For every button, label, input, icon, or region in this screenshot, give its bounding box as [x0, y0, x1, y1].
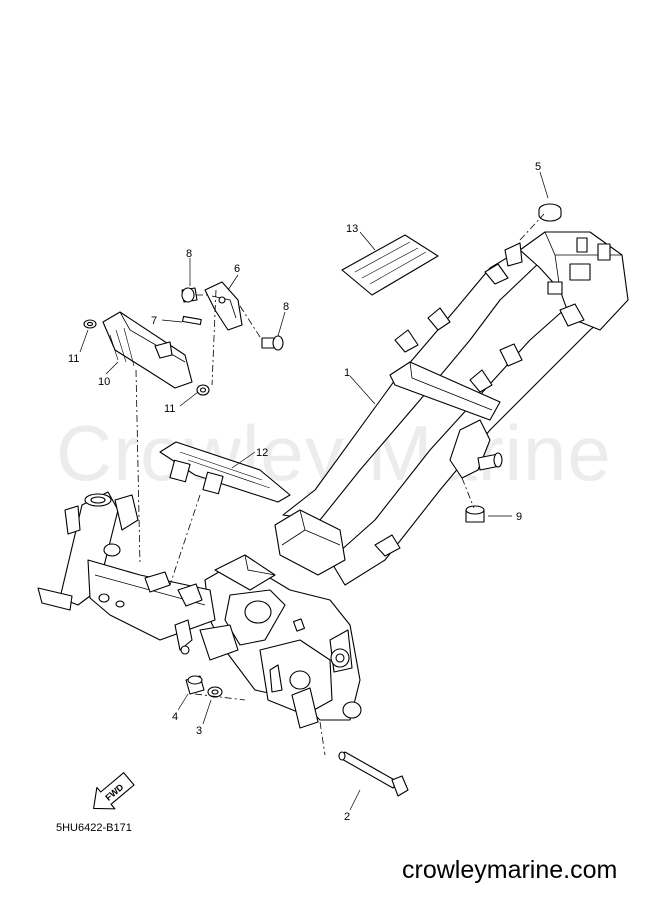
callout-9: 9: [516, 511, 522, 523]
pad-part-13[interactable]: [341, 234, 439, 296]
callout-1: 1: [344, 367, 350, 379]
callout-4: 4: [172, 711, 178, 723]
head-pipe-area: [37, 491, 216, 655]
plate-part-12[interactable]: [159, 441, 291, 503]
callout-13: 13: [346, 223, 358, 235]
assembly-lines: [135, 213, 545, 756]
cap-part-5[interactable]: [538, 203, 562, 222]
site-url[interactable]: crowleymarine.com: [402, 856, 618, 884]
callout-11-upper: 11: [68, 353, 79, 365]
washer-part-3[interactable]: [207, 686, 223, 698]
washer-part-11-lower[interactable]: [196, 384, 210, 396]
callout-11-lower: 11: [164, 403, 175, 415]
callout-10: 10: [98, 376, 110, 388]
callout-labels: 1 2 3 4 5 6 7 8 8 9 10 11 11 12 13: [68, 161, 541, 823]
callout-7: 7: [151, 315, 157, 327]
nut-part-4[interactable]: [185, 675, 205, 695]
nut-part-9[interactable]: [465, 505, 485, 523]
bolt-part-8-right[interactable]: [261, 335, 284, 351]
bolt-part-2[interactable]: [338, 751, 409, 797]
frame-part-1[interactable]: [274, 231, 629, 586]
diagram-code: 5HU6422-B171: [56, 822, 132, 834]
callout-5: 5: [535, 161, 541, 173]
callout-8-right: 8: [283, 301, 289, 313]
leader-lines: [79, 171, 549, 811]
callout-2: 2: [344, 811, 350, 823]
washer-part-11-upper[interactable]: [83, 319, 97, 329]
fwd-arrow-icon: FWD: [93, 772, 135, 810]
callout-12: 12: [256, 447, 268, 459]
clip-part-7[interactable]: [182, 315, 202, 326]
bracket-part-6[interactable]: [204, 281, 243, 331]
engine-mount-area: [199, 554, 362, 729]
callout-3: 3: [196, 725, 202, 737]
callout-8-upper: 8: [186, 248, 192, 260]
cover-part-10[interactable]: [102, 311, 193, 389]
bolt-part-8-upper[interactable]: [181, 287, 198, 303]
callout-6: 6: [234, 263, 240, 275]
